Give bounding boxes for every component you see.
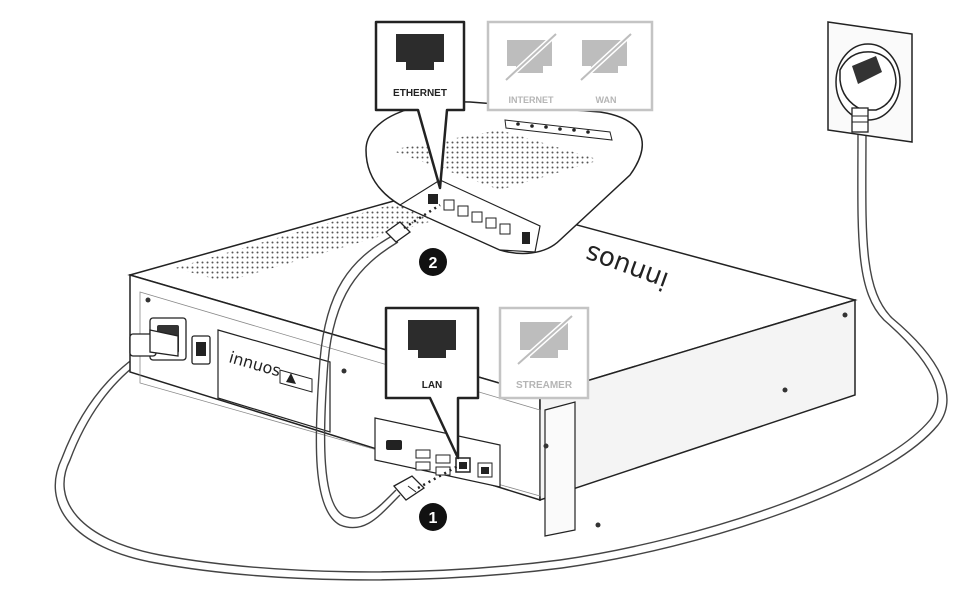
power-switch bbox=[192, 336, 210, 364]
hdmi-port bbox=[386, 440, 402, 450]
power-plug bbox=[130, 330, 178, 356]
step-number-1: 1 bbox=[429, 510, 438, 527]
callout-lan-label: LAN bbox=[422, 380, 443, 391]
wall-socket-icon bbox=[828, 22, 912, 142]
callout-internet-label: INTERNET bbox=[509, 95, 555, 105]
callout-streamer-label: STREAMER bbox=[516, 380, 573, 391]
step-badge-2: 2 bbox=[419, 248, 447, 276]
lan-port bbox=[456, 458, 470, 472]
callout-ethernet-label: ETHERNET bbox=[393, 88, 447, 99]
streamer-port bbox=[478, 463, 492, 477]
callout-wan-label: WAN bbox=[596, 95, 617, 105]
callout-streamer: STREAMER bbox=[500, 308, 588, 398]
step-badge-1: 1 bbox=[419, 503, 447, 531]
step-number-2: 2 bbox=[429, 255, 438, 272]
callout-router-inactive: INTERNET WAN bbox=[488, 22, 652, 110]
